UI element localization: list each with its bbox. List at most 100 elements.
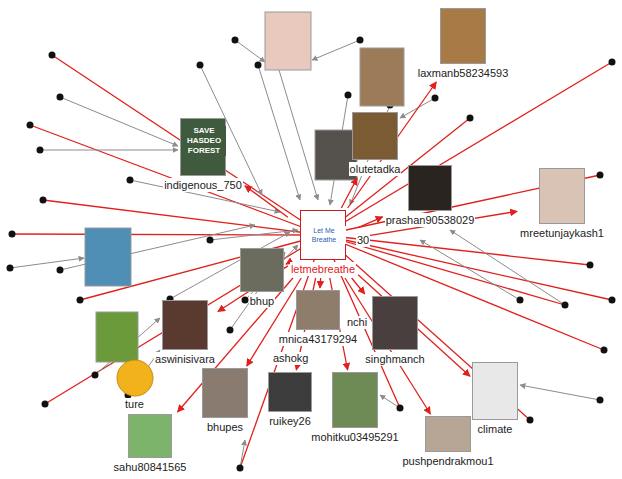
profile-picture (162, 300, 208, 350)
user-name: prashan90538029 (385, 213, 476, 227)
profile-picture (372, 296, 418, 350)
network-dot (7, 265, 14, 272)
network-link (30, 125, 323, 235)
profile-picture (332, 372, 378, 428)
user-name: aswinisivara (154, 352, 216, 366)
user-name: indigenous_750 (163, 178, 243, 192)
network-dot (57, 94, 64, 101)
user-name: mreetunjaykash1 (519, 226, 605, 240)
profile-picture (265, 12, 311, 70)
user-name: climate (477, 422, 514, 436)
profile-picture (128, 414, 172, 458)
network-link (420, 240, 520, 300)
network-link (520, 385, 600, 400)
network-link (12, 234, 323, 235)
user-name: mnica43179294 (278, 332, 358, 346)
network-dot (609, 59, 616, 66)
network-dot (92, 372, 99, 379)
network-dot (345, 92, 352, 99)
profile-picture (268, 372, 312, 412)
text-label: 30 (356, 234, 370, 247)
profile-picture (85, 228, 131, 286)
network-dot (527, 417, 534, 424)
user-name: bhup (249, 294, 275, 308)
user-name: mohitku03495291 (310, 430, 399, 444)
user-node: prashan90538029 (385, 165, 476, 227)
user-node: aswinisivara (154, 300, 216, 366)
mention-link (358, 275, 470, 376)
user-node: ruikey26 (268, 372, 312, 428)
user-node: sahu80841565 (113, 414, 188, 474)
network-dot (432, 95, 439, 102)
network-link (323, 235, 604, 350)
user-node: mreetunjaykash1 (519, 168, 605, 240)
profile-picture (472, 362, 518, 420)
user-name: sahu80841565 (113, 460, 188, 474)
network-dot (562, 302, 569, 309)
user-node: mohitku03495291 (310, 372, 399, 444)
network-link (10, 258, 84, 268)
network-dot (77, 297, 84, 304)
mention-link (341, 178, 357, 208)
network-dot (242, 297, 249, 304)
mention-link (319, 278, 321, 288)
network-dot (609, 297, 616, 304)
profile-picture (117, 360, 153, 396)
network-dot (232, 37, 239, 44)
network-link (450, 230, 565, 305)
profile-picture (240, 248, 284, 292)
network-dot (467, 115, 474, 122)
network-dot (57, 267, 64, 274)
network-dot (9, 231, 16, 238)
user-node: bhup (240, 248, 284, 308)
profile-picture (296, 290, 340, 330)
user-node: bhupes (202, 368, 248, 434)
network-dot (397, 405, 404, 412)
network-dot (227, 327, 234, 334)
user-name: singhmanch (364, 352, 425, 366)
network-dot (40, 197, 47, 204)
network-dot (237, 465, 244, 472)
user-node: climate (472, 362, 518, 436)
network-link (323, 235, 612, 300)
text-label: SAVE HASDEO FOREST (182, 126, 226, 156)
profile-picture (408, 165, 452, 211)
profile-picture (425, 416, 471, 452)
network-link (312, 40, 360, 60)
network-dot (127, 177, 134, 184)
profile-picture (360, 48, 404, 106)
text-label: ture (124, 398, 145, 411)
network-dot (597, 397, 604, 404)
mention-link (245, 186, 288, 218)
network-dot (587, 262, 594, 269)
network-dot (37, 147, 44, 154)
network-link (235, 40, 265, 62)
network-link (240, 440, 245, 468)
mention-link (358, 217, 383, 228)
network-link (258, 65, 300, 200)
text-label: nchi (346, 316, 368, 329)
mention-link (286, 263, 288, 264)
profile-picture (539, 168, 585, 224)
network-link (60, 97, 178, 146)
user-node: laxmanb58234593 (417, 8, 510, 80)
user-node: singhmanch (364, 296, 425, 366)
network-dot (357, 37, 364, 44)
network-dot (255, 62, 262, 69)
user-name: ruikey26 (268, 414, 312, 428)
user-node: pushpendrakmou1 (401, 416, 494, 468)
network-dot (517, 297, 524, 304)
network-link (40, 150, 178, 151)
profile-picture (202, 368, 248, 418)
profile-picture (352, 112, 398, 160)
user-node: olutetadka (349, 112, 402, 176)
text-label: ashokg (272, 352, 309, 365)
user-name: olutetadka (349, 162, 402, 176)
profile-picture (440, 8, 486, 64)
network-dot (49, 52, 56, 59)
user-name: bhupes (206, 420, 244, 434)
network-link (323, 235, 565, 305)
mention-link (358, 211, 517, 237)
network-dot (42, 401, 49, 408)
